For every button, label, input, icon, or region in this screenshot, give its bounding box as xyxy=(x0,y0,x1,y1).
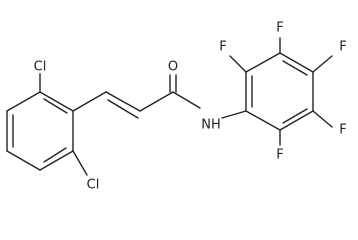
atom-nh: NH xyxy=(201,118,221,133)
bond xyxy=(6,91,41,112)
double-bond-inner xyxy=(282,108,308,124)
bond xyxy=(245,110,281,131)
dichlorophenyl-ring xyxy=(6,91,74,171)
bond xyxy=(39,150,74,171)
atom-f-2: F xyxy=(276,21,283,36)
bond xyxy=(39,91,74,112)
molecule-structure: Cl Cl O NH F F F F F xyxy=(6,21,347,193)
bond xyxy=(6,150,41,171)
structure-canvas: Cl Cl O NH F F F F F xyxy=(6,21,347,193)
bond-n-ring xyxy=(221,110,247,119)
bond-c-cl-bottom xyxy=(72,150,88,176)
bond-carbonyl-n xyxy=(172,91,201,109)
bond-alkene xyxy=(105,91,141,112)
bond-ring-vinyl xyxy=(72,91,107,112)
bond xyxy=(279,110,314,131)
atom-f-3: F xyxy=(339,40,346,55)
bond xyxy=(245,52,281,73)
atom-f-1: F xyxy=(219,40,226,55)
atom-cl-bottom: Cl xyxy=(87,178,100,193)
bond-c-f xyxy=(312,55,333,73)
bond-c-f xyxy=(229,55,247,73)
atom-o: O xyxy=(168,60,178,75)
bond xyxy=(279,52,314,73)
pentafluorophenyl-ring xyxy=(245,52,314,131)
atom-f-5: F xyxy=(276,148,283,163)
double-bond-inner xyxy=(43,147,67,163)
bond-alkene-double xyxy=(107,99,139,119)
bond-c-f xyxy=(312,110,333,128)
atom-f-4: F xyxy=(339,123,346,138)
atom-cl-top: Cl xyxy=(34,60,47,75)
bond-vinyl-carbonyl xyxy=(139,91,174,112)
double-bond-inner xyxy=(282,60,308,76)
double-bond-inner xyxy=(43,98,68,114)
